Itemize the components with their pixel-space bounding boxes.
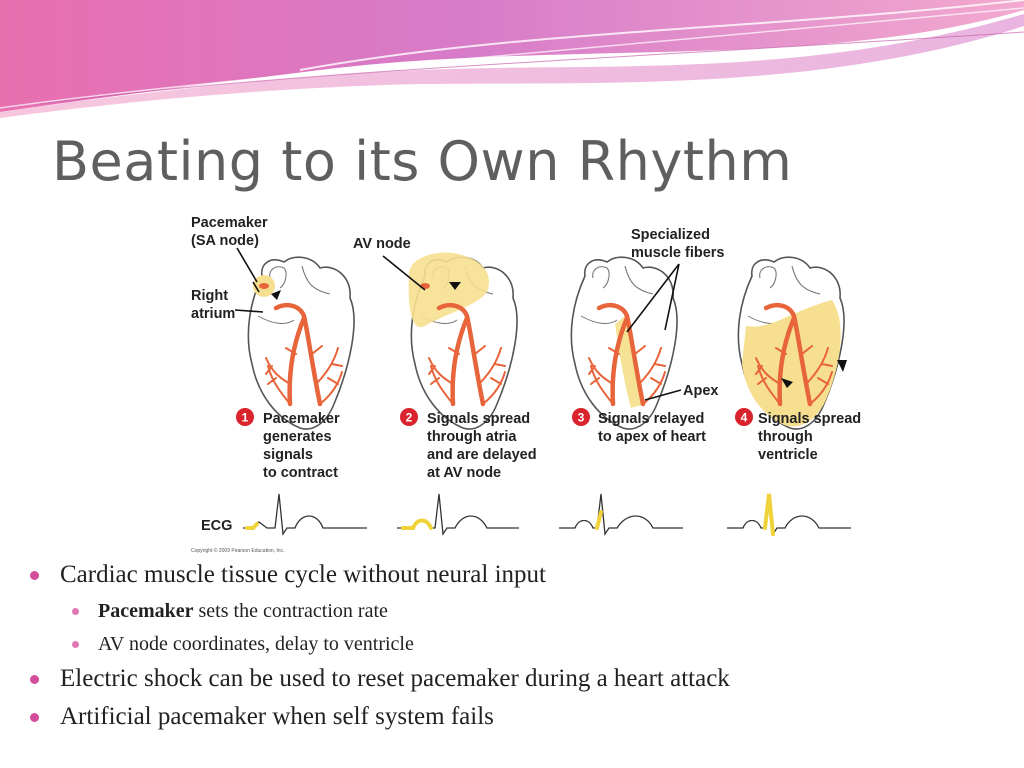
heart-step-4: [737, 256, 845, 430]
step-3-line-1: Signals relayed: [598, 411, 704, 427]
ecg-highlights: [245, 493, 775, 536]
step-4-line-2: through: [758, 429, 813, 445]
bullet-text: sets the contraction rate: [193, 600, 388, 622]
step-4-line-3: ventricle: [758, 447, 818, 463]
bullet-text: Electric shock can be used to reset pace…: [60, 665, 730, 692]
bullet-item: Artificial pacemaker when self system fa…: [28, 702, 1008, 732]
label-av-node: AV node: [353, 236, 411, 252]
label-apex: Apex: [683, 383, 718, 399]
header-wave-banner: [0, 0, 1024, 118]
svg-text:1: 1: [242, 411, 249, 425]
step-badge-1: 1: [236, 408, 254, 426]
svg-text:3: 3: [578, 411, 585, 425]
step-1-line-3: signals: [263, 447, 313, 463]
sub-bullet-item: AV node coordinates, delay to ventricle: [28, 631, 1008, 657]
label-specialized-1: Specialized: [631, 227, 710, 243]
heart-conduction-figure: Pacemaker (SA node) Right atrium AV node…: [187, 212, 877, 557]
heart-step-3: [570, 256, 678, 430]
step-4-line-1: Signals spread: [758, 411, 861, 427]
step-badge-3: 3: [572, 408, 590, 426]
heart-step-2: [408, 252, 518, 430]
slide-title: Beating to its Own Rhythm: [52, 130, 793, 193]
bullet-text: Cardiac muscle tissue cycle without neur…: [60, 561, 546, 588]
step-2-line-3: and are delayed: [427, 447, 537, 463]
bullet-text: AV node coordinates, delay to ventricle: [98, 633, 414, 655]
sub-bullet-dot-icon: [72, 641, 79, 648]
step-1-line-4: to contract: [263, 465, 338, 481]
bullet-text: Artificial pacemaker when self system fa…: [60, 703, 494, 730]
pointer-lines: [234, 247, 682, 401]
heart-step-1: [247, 256, 355, 430]
bullet-item: Electric shock can be used to reset pace…: [28, 664, 1008, 694]
copyright-text: Copyright © 2009 Pearson Education, Inc.: [191, 547, 284, 554]
step-1-line-2: generates: [263, 429, 332, 445]
label-right-atrium-1: Right: [191, 288, 228, 304]
step-badge-4: 4: [735, 408, 753, 426]
step-2-line-4: at AV node: [427, 465, 501, 481]
step-3-line-2: to apex of heart: [598, 429, 706, 445]
label-pacemaker-sa-1: Pacemaker: [191, 215, 268, 231]
svg-text:2: 2: [406, 411, 413, 425]
label-right-atrium-2: atrium: [191, 306, 235, 322]
sub-bullet-dot-icon: [72, 608, 79, 615]
bullet-item: Cardiac muscle tissue cycle without neur…: [28, 560, 1008, 590]
step-1-line-1: Pacemaker: [263, 411, 340, 427]
step-badge-2: 2: [400, 408, 418, 426]
label-pacemaker-sa-2: (SA node): [191, 233, 259, 249]
bullet-dot-icon: [30, 675, 39, 684]
bullet-bold-term: Pacemaker: [98, 600, 194, 622]
step-2-line-2: through atria: [427, 429, 517, 445]
bullet-dot-icon: [30, 713, 39, 722]
label-specialized-2: muscle fibers: [631, 245, 725, 261]
bullet-dot-icon: [30, 571, 39, 580]
svg-text:4: 4: [741, 411, 748, 425]
label-ecg: ECG: [201, 518, 232, 534]
step-2-line-1: Signals spread: [427, 411, 530, 427]
sub-bullet-item: Pacemaker sets the contraction rate: [28, 598, 1008, 624]
ecg-traces: [243, 493, 851, 536]
heart-conduction-diagram: Pacemaker (SA node) Right atrium AV node…: [191, 215, 861, 554]
bullet-list: Cardiac muscle tissue cycle without neur…: [28, 560, 1008, 740]
signal-arrows: [271, 282, 847, 388]
